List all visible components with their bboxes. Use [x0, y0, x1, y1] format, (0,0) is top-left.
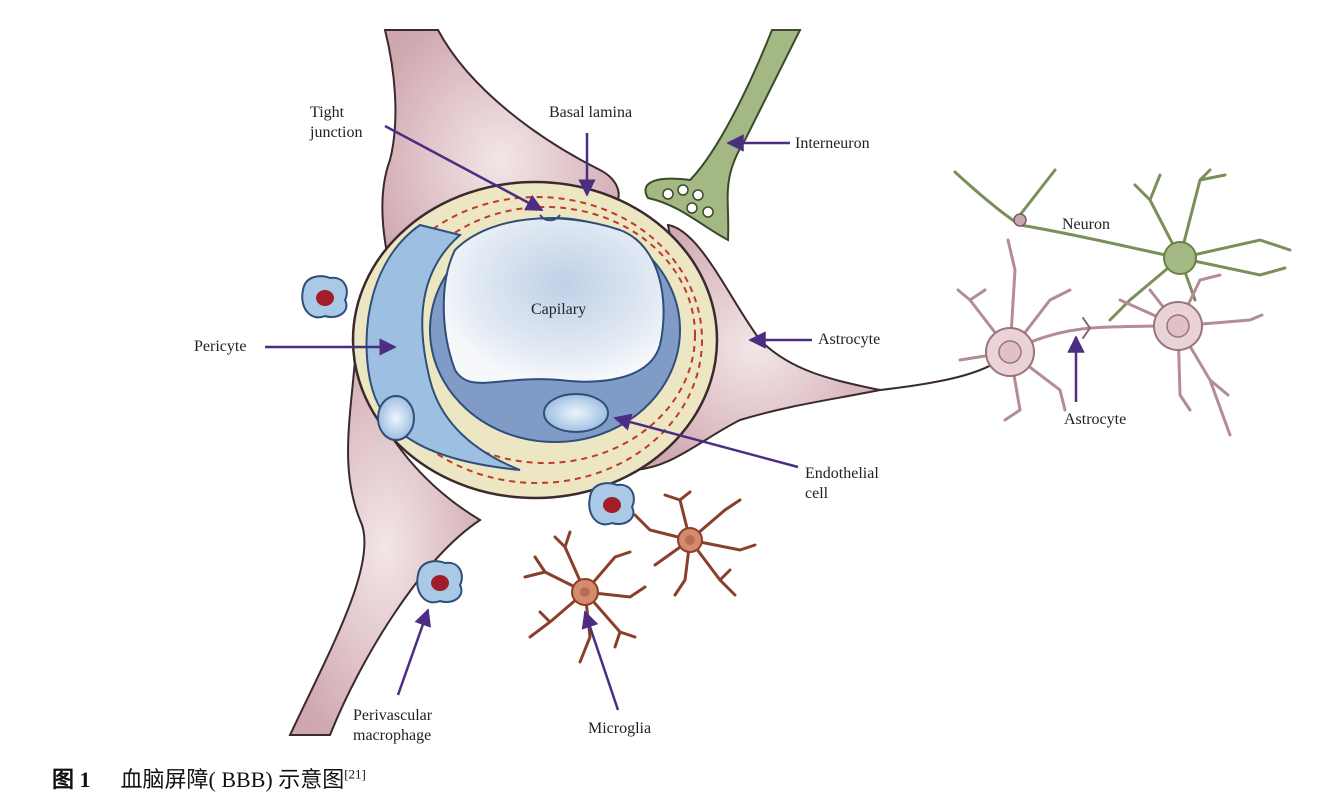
arrow-endothelial — [613, 413, 799, 469]
label-arrows — [265, 124, 1085, 711]
arrow-macrophage — [396, 608, 432, 696]
figure-caption: 图 1 血脑屏障( BBB) 示意图[21] — [52, 762, 366, 794]
arrow-tight-junction — [384, 124, 544, 212]
label-endothelial-1: Endothelial — [805, 465, 879, 482]
label-perivascular-1: Perivascular — [353, 707, 433, 724]
astrocyte-cells — [956, 238, 1264, 437]
label-tight-junction-1: Tight — [310, 104, 345, 121]
label-basal-lamina: Basal lamina — [549, 104, 632, 121]
figure-number: 图 1 — [52, 767, 91, 792]
label-capillary: Capilary — [531, 301, 586, 318]
label-pericyte: Pericyte — [194, 338, 246, 355]
label-perivascular-2: macrophage — [353, 727, 431, 744]
label-astrocyte: Astrocyte — [818, 331, 880, 348]
neuron-cell — [953, 168, 1292, 322]
caption-text: 血脑屏障( BBB) 示意图 — [120, 767, 345, 792]
interneuron-shape — [644, 29, 802, 242]
caption-reference: [21] — [344, 766, 366, 782]
labels: Tight junction Basal lamina Interneuron … — [194, 104, 1126, 744]
label-interneuron: Interneuron — [795, 135, 870, 152]
macrophage-cells — [301, 275, 635, 604]
microglia-cells — [523, 490, 757, 664]
label-astrocyte-2: Astrocyte — [1064, 411, 1126, 428]
label-endothelial-2: cell — [805, 485, 829, 502]
capillary — [351, 180, 719, 500]
arrow-microglia — [581, 610, 620, 711]
label-tight-junction-2: junction — [309, 124, 362, 141]
label-neuron: Neuron — [1062, 216, 1110, 233]
label-microglia: Microglia — [588, 720, 651, 737]
